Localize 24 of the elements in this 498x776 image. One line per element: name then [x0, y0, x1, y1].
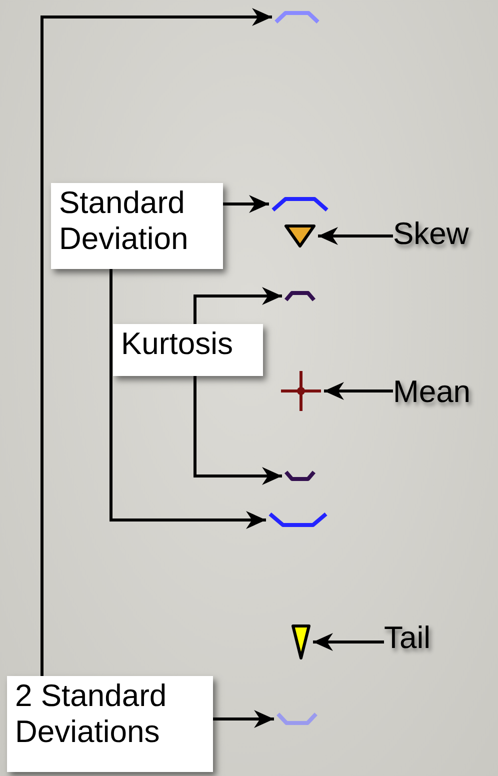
callout-label: Mean	[393, 374, 471, 410]
label-box: 2 Standard Deviations	[7, 676, 213, 772]
arrow	[223, 195, 269, 213]
mean-cross	[280, 370, 322, 412]
arc-mark	[276, 712, 318, 726]
arc-mark	[284, 470, 316, 482]
label-box: Kurtosis	[113, 324, 263, 376]
label-box: Standard Deviation	[51, 183, 223, 269]
arrow	[194, 287, 282, 324]
arrow	[324, 382, 393, 400]
arrow	[194, 376, 282, 485]
arrow	[313, 633, 384, 651]
arrow	[318, 227, 393, 245]
arrow	[40, 8, 272, 676]
arrow	[110, 269, 266, 529]
triangle-marker	[291, 624, 311, 660]
callout-label: Tail	[384, 620, 431, 656]
arc-mark	[271, 196, 329, 212]
callout-label: Skew	[393, 216, 469, 252]
arc-mark	[268, 512, 328, 528]
arrow	[213, 710, 274, 728]
arc-mark	[274, 10, 320, 24]
triangle-marker	[284, 224, 316, 248]
arc-mark	[284, 290, 316, 302]
